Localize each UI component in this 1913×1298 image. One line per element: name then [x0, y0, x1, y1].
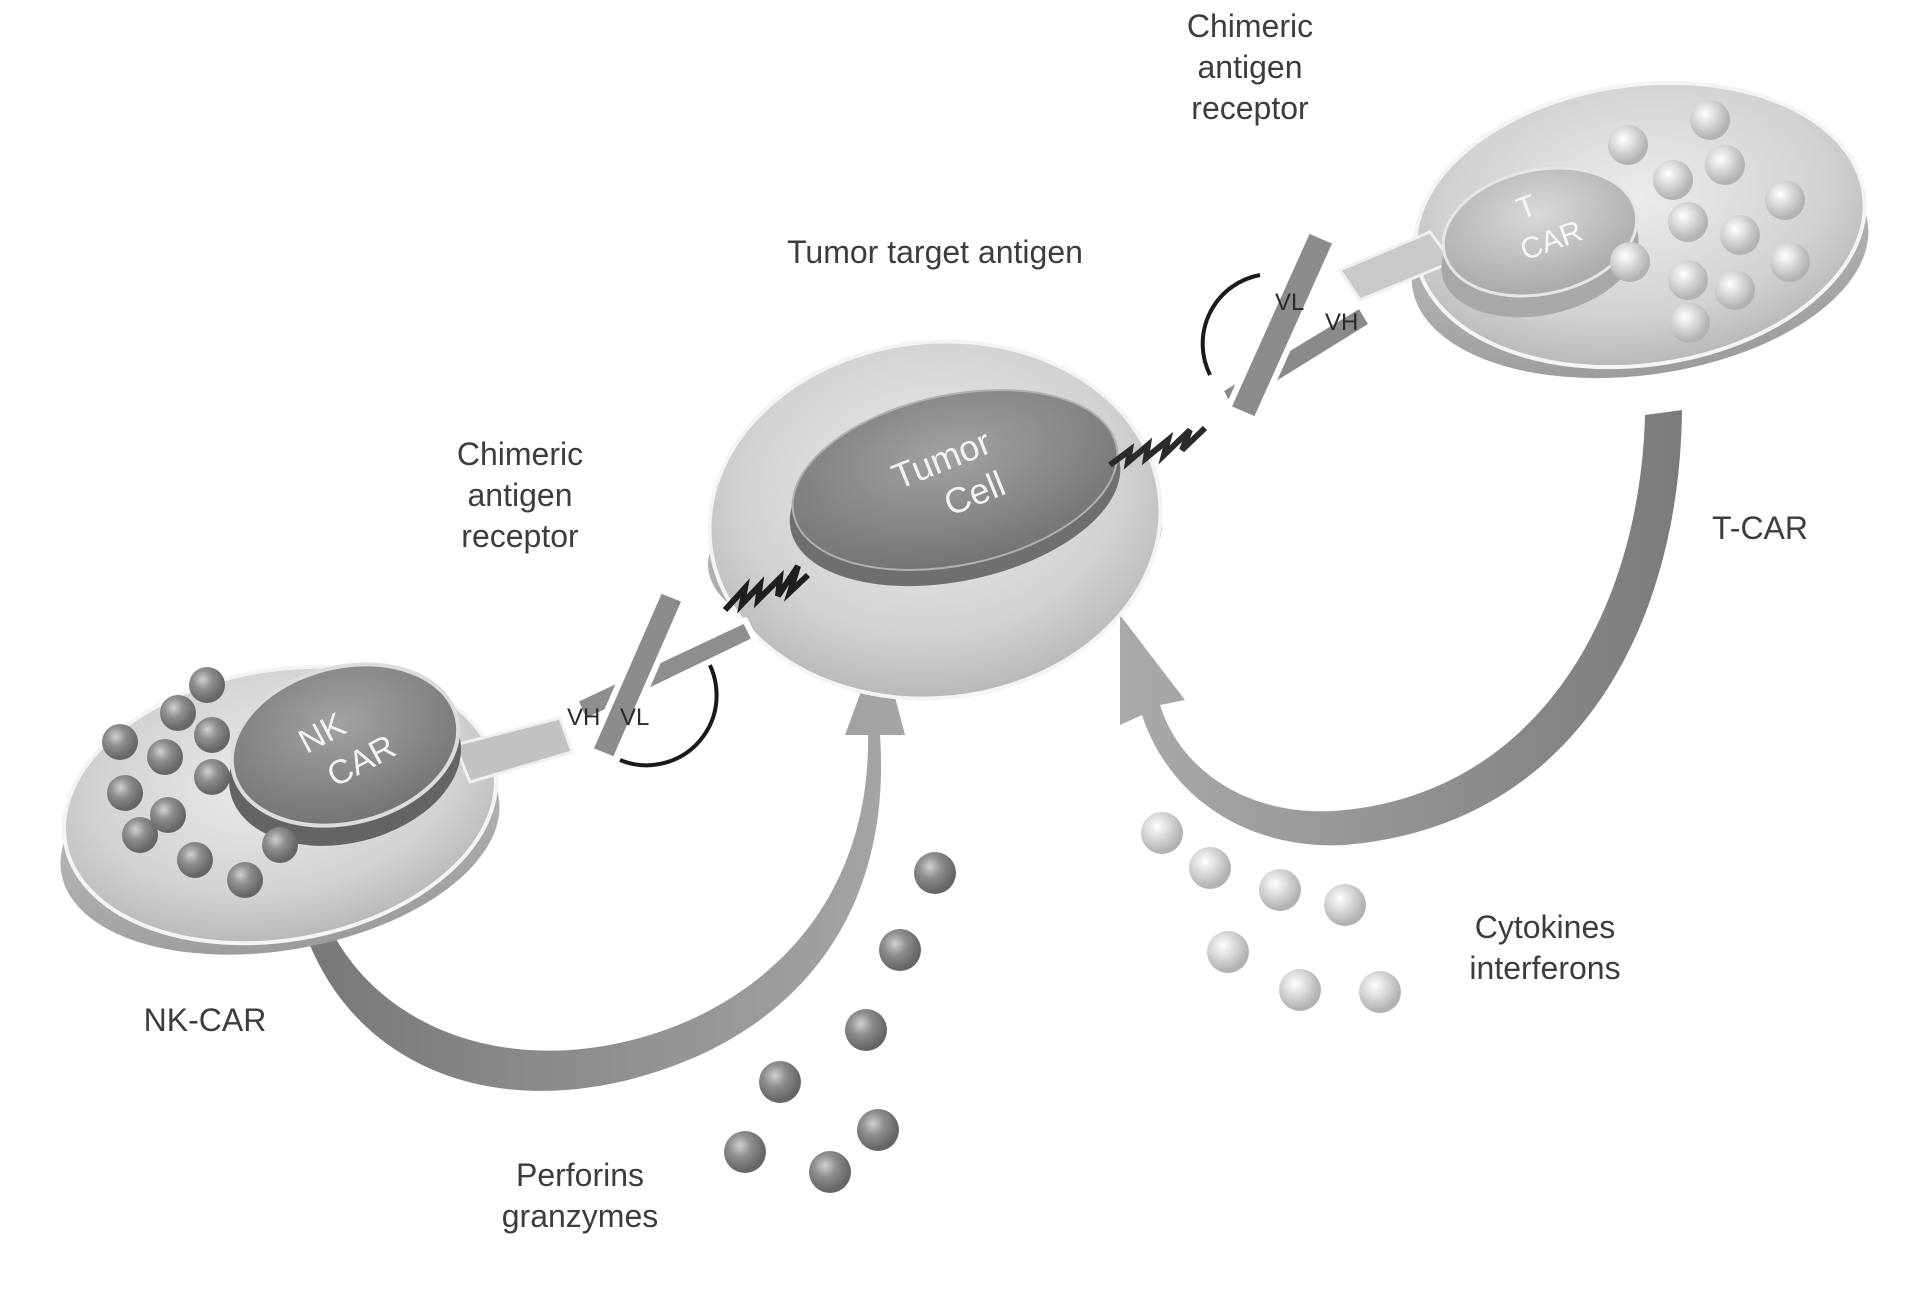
nk-granule: [160, 695, 196, 731]
perforin-particle: [879, 929, 921, 971]
t-granule: [1705, 145, 1745, 185]
nk-granule: [227, 862, 263, 898]
t-granule: [1765, 180, 1805, 220]
car-top-label: Chimeric antigen receptor: [1186, 8, 1314, 126]
nk-granule: [194, 759, 230, 795]
car-left-label: Chimeric antigen receptor: [456, 436, 584, 554]
nk-granule: [102, 724, 138, 760]
nk-granule: [189, 667, 225, 703]
right-chimeric-receptor: VL VH: [1108, 227, 1375, 470]
perforin-particle: [845, 1009, 887, 1051]
perforin-particle: [724, 1131, 766, 1173]
nk-granule: [107, 775, 143, 811]
t-car-label: T-CAR: [1712, 510, 1808, 546]
nk-granule: [194, 717, 230, 753]
t-granule: [1690, 100, 1730, 140]
right-vl-label: VL: [1275, 289, 1304, 316]
tumor-target-antigen-label: Tumor target antigen: [787, 234, 1083, 270]
t-granule: [1770, 242, 1810, 282]
nk-granules: [102, 667, 298, 898]
tumor-cell: Tumor Cell: [707, 339, 1163, 701]
cytokine-particle: [1359, 971, 1401, 1013]
t-granule: [1668, 260, 1708, 300]
cytokine-particle: [1324, 884, 1366, 926]
t-car-cell: T CAR: [1337, 80, 1869, 379]
left-vh-label: VH: [567, 704, 600, 731]
cytokine-particle: [1259, 869, 1301, 911]
nk-granule: [262, 827, 298, 863]
t-granule: [1610, 242, 1650, 282]
t-granule: [1720, 215, 1760, 255]
t-granule: [1670, 303, 1710, 343]
perforin-granzyme-particles: [724, 852, 956, 1193]
t-granule: [1668, 202, 1708, 242]
t-granules: [1608, 100, 1810, 343]
cytokines-label: Cytokines interferons: [1469, 909, 1621, 986]
cytokine-particle: [1279, 969, 1321, 1011]
perforin-particle: [809, 1151, 851, 1193]
nk-granule: [147, 739, 183, 775]
left-vl-label: VL: [620, 704, 649, 731]
right-vh-label: VH: [1325, 309, 1358, 336]
t-cytokine-arrow: [1120, 410, 1682, 846]
cytokine-particle: [1207, 931, 1249, 973]
nk-granule: [150, 797, 186, 833]
nk-granule: [122, 817, 158, 853]
perforin-particle: [857, 1109, 899, 1151]
t-granule: [1653, 160, 1693, 200]
perforin-particle: [914, 852, 956, 894]
tumor-cell-label: Tumor Cell: [886, 417, 1022, 538]
t-granule: [1715, 270, 1755, 310]
nk-granule: [177, 842, 213, 878]
nk-car-label: NK-CAR: [143, 1002, 267, 1038]
left-chimeric-receptor: VH VL: [567, 564, 811, 768]
perforins-label: Perforins granzymes: [501, 1157, 659, 1234]
perforin-particle: [759, 1061, 801, 1103]
cytokine-particle: [1141, 812, 1183, 854]
cytokine-particle: [1189, 847, 1231, 889]
t-granule: [1608, 125, 1648, 165]
cytokine-particles: [1141, 812, 1401, 1013]
